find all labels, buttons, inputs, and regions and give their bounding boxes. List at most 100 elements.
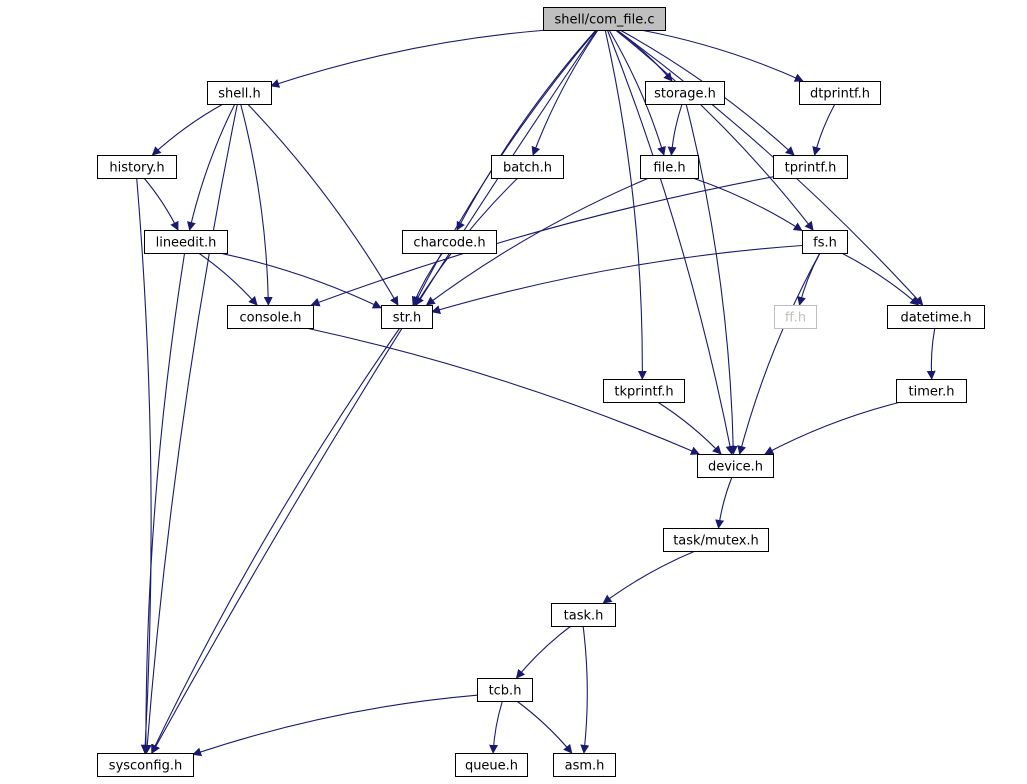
- node-box-ff: [774, 305, 817, 329]
- edge-fs-to-ff: [797, 252, 821, 306]
- node-label-mutex: task/mutex.h: [673, 534, 759, 549]
- node-label-str: str.h: [393, 311, 421, 326]
- edge-root-to-batch: [531, 29, 599, 156]
- edges: [136, 29, 936, 757]
- node-fs[interactable]: fs.h: [802, 230, 848, 254]
- edge-task-to-tcb: [515, 625, 572, 679]
- node-label-charcode: charcode.h: [413, 236, 485, 251]
- nodes: shell/com_file.c shell.h storage.h dtprintf…: [97, 7, 985, 777]
- node-tprintf[interactable]: tprintf.h: [773, 155, 848, 179]
- node-str[interactable]: str.h: [381, 305, 433, 329]
- node-label-datetime: datetime.h: [900, 311, 971, 326]
- edge-shell-to-history: [151, 103, 224, 156]
- edge-root-to-fs: [615, 29, 814, 231]
- edge-root-to-file: [608, 29, 666, 156]
- node-lineedit[interactable]: lineedit.h: [144, 230, 228, 254]
- node-box-asm: [553, 753, 616, 777]
- node-box-tcb: [477, 678, 533, 702]
- edge-lineedit-to-sysconfig: [141, 252, 186, 754]
- node-box-charcode: [402, 230, 497, 254]
- node-console[interactable]: console.h: [227, 305, 314, 329]
- node-label-queue: queue.h: [465, 759, 518, 774]
- node-timer[interactable]: timer.h: [896, 379, 967, 403]
- node-shell[interactable]: shell.h: [207, 81, 272, 105]
- node-box-mutex: [663, 528, 769, 552]
- edge-charcode-to-str: [411, 252, 443, 306]
- node-box-sysconfig: [97, 753, 194, 777]
- edge-datetime-to-timer: [926, 327, 936, 380]
- edge-console-to-device: [305, 327, 700, 455]
- node-box-datetime: [887, 305, 985, 329]
- node-box-queue: [455, 753, 528, 777]
- edge-root-to-tkprintf: [604, 29, 647, 380]
- node-label-dtprintf: dtprintf.h: [810, 87, 870, 102]
- edge-storage-to-device: [685, 103, 738, 455]
- node-asm[interactable]: asm.h: [553, 753, 616, 777]
- edge-tcb-to-queue: [489, 700, 503, 754]
- edge-history-to-lineedit: [143, 177, 179, 231]
- node-box-tprintf: [773, 155, 848, 179]
- node-label-lineedit: lineedit.h: [156, 236, 217, 251]
- edge-shell-to-console: [240, 103, 273, 306]
- edge-tprintf-to-console: [310, 176, 774, 307]
- node-box-device: [697, 454, 774, 478]
- node-label-batch: batch.h: [503, 161, 552, 176]
- node-label-tkprintf: tkprintf.h: [614, 385, 673, 400]
- node-queue[interactable]: queue.h: [455, 753, 528, 777]
- edge-root-to-device: [606, 29, 735, 455]
- node-label-tprintf: tprintf.h: [785, 161, 837, 176]
- node-task[interactable]: task.h: [551, 603, 616, 627]
- node-dtprintf[interactable]: dtprintf.h: [799, 81, 881, 105]
- node-root[interactable]: shell/com_file.c: [543, 7, 666, 31]
- edge-timer-to-device: [764, 401, 902, 455]
- node-datetime[interactable]: datetime.h: [887, 305, 985, 329]
- node-box-console: [227, 305, 314, 329]
- edge-file-to-fs: [692, 177, 803, 232]
- edge-tcb-to-sysconfig: [192, 694, 478, 757]
- node-mutex[interactable]: task/mutex.h: [663, 528, 769, 552]
- edge-root-to-dtprintf: [640, 29, 804, 82]
- edge-dtprintf-to-tprintf: [812, 103, 836, 156]
- edge-fs-to-datetime: [841, 252, 920, 306]
- node-tcb[interactable]: tcb.h: [477, 678, 533, 702]
- node-file[interactable]: file.h: [640, 155, 699, 179]
- node-label-fs: fs.h: [813, 236, 837, 251]
- node-label-shell: shell.h: [218, 87, 261, 102]
- node-batch[interactable]: batch.h: [491, 155, 564, 179]
- node-label-sysconfig: sysconfig.h: [109, 759, 182, 774]
- node-label-file: file.h: [653, 161, 685, 176]
- node-label-history: history.h: [109, 161, 164, 176]
- node-tkprintf[interactable]: tkprintf.h: [603, 379, 685, 403]
- node-label-asm: asm.h: [565, 759, 605, 774]
- node-box-root: [543, 7, 666, 31]
- node-box-tkprintf: [603, 379, 685, 403]
- node-device[interactable]: device.h: [697, 454, 774, 478]
- node-label-timer: timer.h: [909, 385, 955, 400]
- edge-history-to-sysconfig: [136, 177, 152, 754]
- node-label-root: shell/com_file.c: [555, 13, 655, 28]
- node-box-history: [97, 155, 177, 179]
- edge-tcb-to-asm: [516, 700, 573, 754]
- node-box-task: [551, 603, 616, 627]
- edge-task-to-asm: [580, 625, 590, 754]
- edge-root-to-shell: [270, 29, 548, 88]
- edge-fs-to-str: [431, 244, 803, 314]
- edge-str-to-sysconfig: [151, 327, 401, 754]
- node-box-dtprintf: [799, 81, 881, 105]
- node-label-tcb: tcb.h: [489, 684, 522, 699]
- node-label-ff: ff.h: [785, 311, 806, 326]
- node-sysconfig[interactable]: sysconfig.h: [97, 753, 194, 777]
- node-ff[interactable]: ff.h: [774, 305, 817, 329]
- node-label-storage: storage.h: [654, 87, 716, 102]
- node-box-fs: [802, 230, 848, 254]
- edge-shell-to-str: [247, 103, 399, 306]
- edge-storage-to-file: [667, 103, 683, 156]
- node-box-shell: [207, 81, 272, 105]
- edge-root-to-charcode: [456, 29, 597, 231]
- node-history[interactable]: history.h: [97, 155, 177, 179]
- node-charcode[interactable]: charcode.h: [402, 230, 497, 254]
- edge-lineedit-to-console: [198, 252, 258, 306]
- node-box-storage: [645, 81, 725, 105]
- node-label-console: console.h: [239, 311, 301, 326]
- node-storage[interactable]: storage.h: [645, 81, 725, 105]
